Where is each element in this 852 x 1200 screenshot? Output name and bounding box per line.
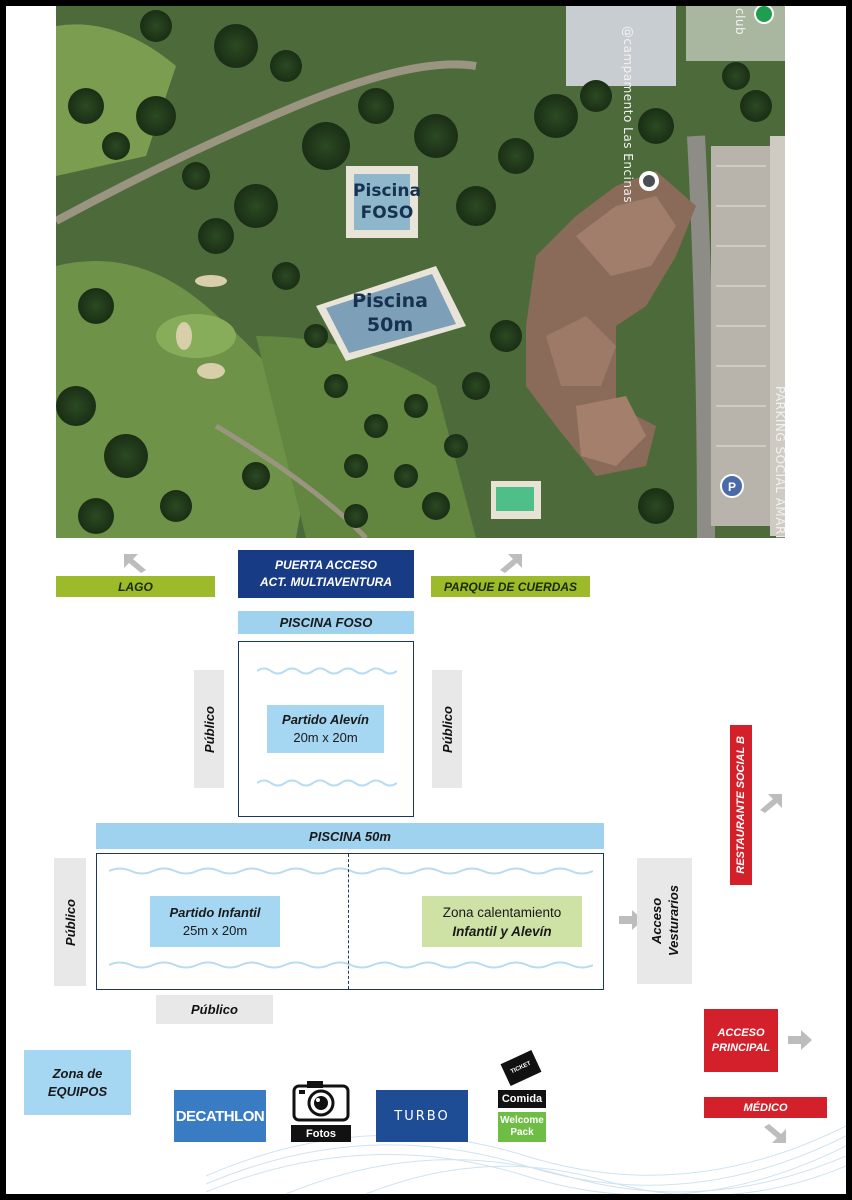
acceso-principal-box: ACCESO PRINCIPAL (704, 1009, 778, 1072)
arrow-right-icon (788, 1030, 812, 1050)
partido-infantil-box: Partido Infantil 25m x 20m (150, 896, 280, 947)
zona-equipos-box: Zona de EQUIPOS (24, 1050, 131, 1115)
publico-label: Público (201, 705, 217, 753)
fotos-label: Fotos (291, 1125, 351, 1142)
venue-map-page: Piscina FOSO Piscina 50m @campamento Las… (6, 6, 846, 1194)
arrow-down-right-icon (764, 1124, 786, 1143)
publico-foso-left: Público (194, 670, 224, 788)
piscina-50m-header: PISCINA 50m (96, 823, 604, 849)
publico-50m-bottom: Público (156, 995, 273, 1024)
decathlon-logo: DECATHLON (174, 1090, 266, 1142)
map-label-parking: PARKING SOCIAL AMARILLO (773, 386, 785, 538)
zona-calentamiento-box: Zona calentamiento Infantil y Alevín (422, 896, 582, 947)
pool-50m-area: Partido Infantil 25m x 20m Zona calentam… (96, 853, 604, 990)
acceso-principal-line1: ACCESO (717, 1026, 765, 1039)
arrow-up-left-icon (124, 554, 146, 573)
water-wave-icon (109, 961, 593, 969)
satellite-image: Piscina FOSO Piscina 50m @campamento Las… (56, 6, 785, 538)
map-label-club: club (733, 8, 747, 35)
aerial-satellite-map: Piscina FOSO Piscina 50m @campamento Las… (56, 6, 785, 538)
publico-label: Público (62, 898, 78, 946)
water-wave-icon (109, 867, 593, 875)
zona-equipos-line1: Zona de (52, 1065, 103, 1081)
acceso-text: Acceso (648, 897, 664, 945)
parking-marker-icon: P (728, 480, 736, 494)
zona-equipos-line2: EQUIPOS (47, 1083, 108, 1099)
warmup-line1: Zona calentamiento (442, 904, 562, 920)
restaurante-social-b-label: RESTAURANTE SOCIAL B (730, 725, 752, 885)
fotos-point: Fotos (291, 1080, 351, 1142)
medico-label: MÉDICO (704, 1097, 827, 1118)
gate-label-line1: PUERTA ACCESO (274, 558, 377, 572)
publico-label: Público (439, 705, 455, 753)
gate-label-line2: ACT. MULTIAVENTURA (260, 575, 392, 589)
map-label-piscina-50m-1: Piscina (352, 290, 428, 312)
arrow-up-right-icon (760, 794, 782, 813)
pool-foso-area: Partido Alevín 20m x 20m (238, 641, 414, 817)
vesturarios-text: Vesturarios (665, 885, 681, 957)
piscina-foso-header: PISCINA FOSO (238, 611, 414, 634)
map-label-piscina-foso-1: Piscina (353, 181, 421, 201)
map-label-piscina-50m-2: 50m (367, 314, 413, 336)
partido-infantil-title: Partido Infantil (169, 904, 261, 920)
partido-alevin-box: Partido Alevín 20m x 20m (267, 705, 384, 753)
map-label-piscina-foso-2: FOSO (361, 203, 414, 223)
welcome-pack-label: Welcome Pack (498, 1112, 546, 1142)
camera-icon (292, 1081, 350, 1122)
arrow-up-right-icon (500, 554, 522, 573)
partido-alevin-title: Partido Alevín (282, 712, 369, 727)
lago-label: LAGO (56, 576, 215, 597)
publico-foso-right: Público (432, 670, 462, 788)
comida-label: Comida (498, 1090, 546, 1108)
turbo-logo: TURBO (376, 1090, 468, 1142)
partido-infantil-size: 25m x 20m (182, 922, 248, 938)
publico-50m-left: Público (54, 858, 86, 986)
parque-cuerdas-label: PARQUE DE CUERDAS (431, 576, 590, 597)
water-wave-icon (257, 667, 397, 675)
partido-alevin-size: 20m x 20m (293, 730, 358, 745)
decorative-waves (206, 1125, 846, 1194)
welcome-line1: Welcome (500, 1115, 544, 1126)
comida-welcome-point: TICKET Comida Welcome Pack (498, 1049, 548, 1144)
warmup-line2: Infantil y Alevín (452, 923, 552, 939)
acceso-principal-line2: PRINCIPAL (711, 1041, 771, 1054)
water-wave-icon (257, 779, 397, 787)
welcome-line2: Pack (510, 1127, 534, 1138)
map-label-campamento: @campamento Las Encinas (621, 26, 635, 203)
restaurante-text: RESTAURANTE SOCIAL B (735, 736, 747, 874)
pool-divider-line (348, 854, 349, 989)
gate-multiaventura-label: PUERTA ACCESO ACT. MULTIAVENTURA (238, 550, 414, 598)
ticket-text: TICKET (509, 1060, 533, 1076)
ticket-icon: TICKET (500, 1049, 542, 1087)
